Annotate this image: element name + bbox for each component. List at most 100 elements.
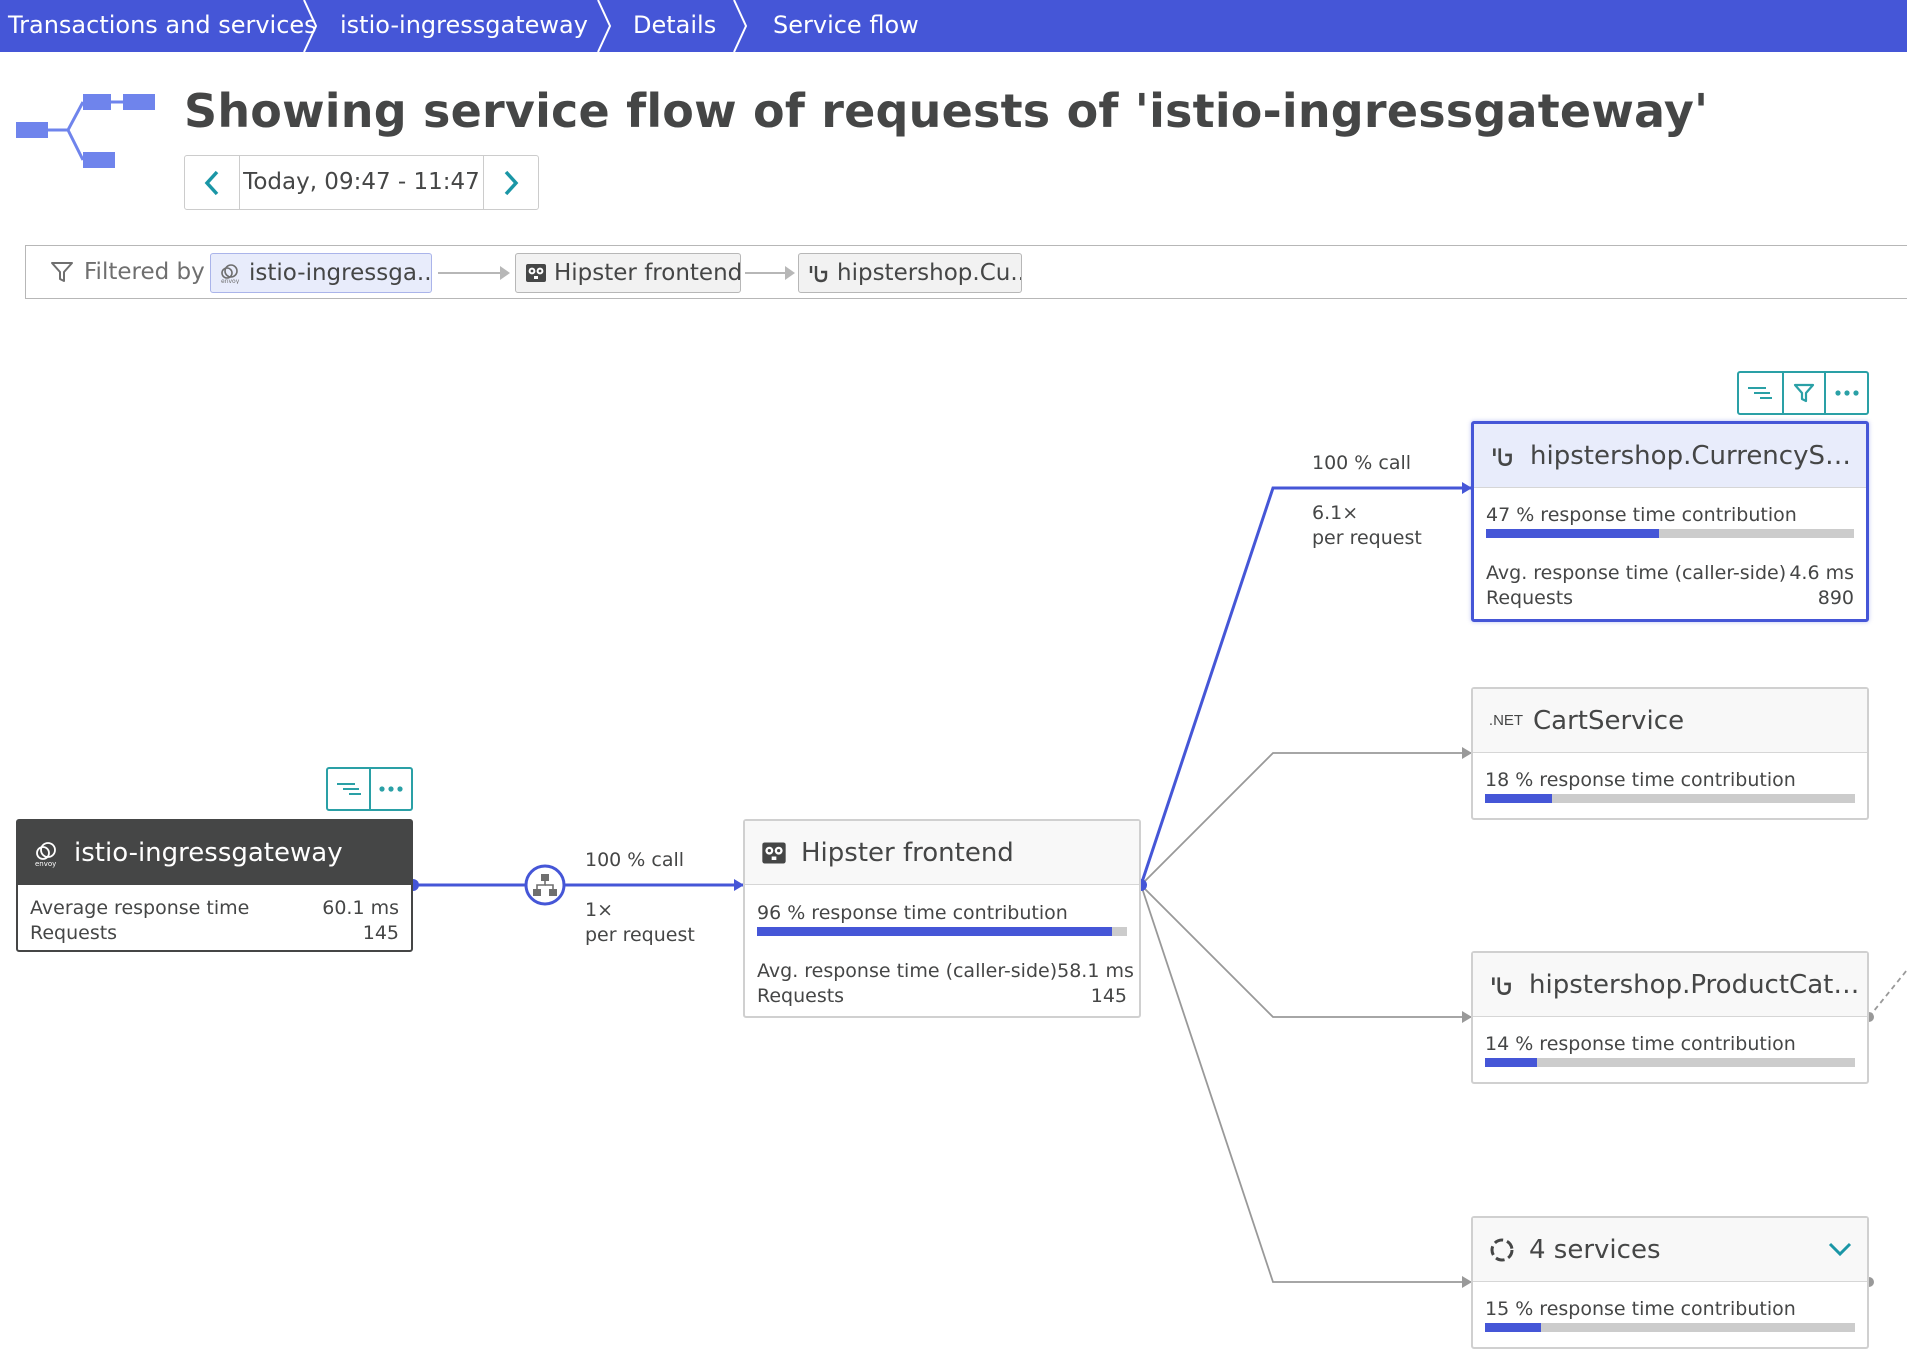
page-title: Showing service flow of requests of 'ist… — [184, 84, 1709, 138]
filter-label: Filtered by — [50, 246, 205, 298]
envoy-icon: envoy — [221, 264, 240, 284]
currency-more-button[interactable] — [1824, 373, 1867, 413]
metric-label: Requests — [30, 922, 118, 944]
contribution-bar-fill — [1485, 1323, 1541, 1332]
node-product-catalog-service[interactable]: hipstershop.ProductCatalo... 14 % respon… — [1471, 951, 1869, 1084]
metric-value: 145 — [1090, 985, 1127, 1007]
grpc-icon — [1487, 970, 1517, 1000]
response-time-contribution: 15 % response time contribution — [1485, 1298, 1796, 1320]
edge-times-label: 6.1× — [1312, 502, 1359, 524]
contribution-bar — [1486, 529, 1854, 538]
node-title: istio-ingressgateway — [74, 837, 343, 868]
timeframe-previous-button[interactable] — [185, 156, 240, 209]
node-title: hipstershop.CurrencySer... — [1530, 440, 1866, 471]
filter-chain-arrow-icon — [438, 266, 510, 280]
node-header: hipstershop.ProductCatalo... — [1473, 953, 1867, 1017]
gopher-icon — [526, 264, 546, 282]
filter-chip-ingressgateway[interactable]: envoy istio-ingressga... — [210, 253, 432, 293]
timeframe-selector: Today, 09:47 - 11:47 — [184, 155, 539, 210]
edge-call-label: 100 % call — [1312, 452, 1412, 474]
timeframe-next-button[interactable] — [483, 156, 538, 209]
node-services-group[interactable]: 4 services 15 % response time contributi… — [1471, 1216, 1869, 1349]
node-header: 4 services — [1473, 1218, 1867, 1282]
filter-chip-label: istio-ingressga... — [249, 260, 432, 286]
response-time-contribution: 47 % response time contribution — [1486, 504, 1797, 526]
node-currency-service[interactable]: hipstershop.CurrencySer... 47 % response… — [1471, 421, 1869, 622]
contribution-bar-fill — [1485, 794, 1552, 803]
contribution-bar-fill — [1485, 1058, 1537, 1067]
service-mesh-junction-icon[interactable] — [523, 863, 567, 907]
edge-frontend-catalog[interactable] — [1140, 884, 1472, 1023]
ingress-analyze-button[interactable] — [328, 769, 369, 809]
response-time-contribution: 96 % response time contribution — [757, 902, 1068, 924]
metric-label: Avg. response time (caller-side) — [757, 960, 1058, 982]
metric-label: Requests — [1486, 587, 1574, 609]
metric-label: Avg. response time (caller-side) — [1486, 562, 1787, 584]
filter-chip-frontend[interactable]: Hipster frontend — [515, 253, 741, 293]
metric-avg-response-time: Avg. response time (caller-side) 4.6 ms — [1486, 562, 1854, 587]
node-title: CartService — [1533, 705, 1685, 736]
contribution-bar — [1485, 794, 1855, 803]
node-header: envoy istio-ingressgateway — [18, 821, 411, 885]
contribution-bar — [1485, 1323, 1855, 1332]
filter-bar: Filtered by envoy istio-ingressga... Hip… — [25, 245, 1907, 299]
filter-chip-label: hipstershop.Cu... — [837, 260, 1022, 286]
breadcrumb-item-service[interactable]: istio-ingressgateway — [340, 11, 588, 39]
metric-value: 145 — [362, 922, 399, 944]
timeframe-label[interactable]: Today, 09:47 - 11:47 — [243, 169, 480, 195]
edge-catalog-outgoing — [1868, 969, 1907, 1018]
edge-per-request-label: per request — [1312, 527, 1422, 549]
response-time-contribution: 18 % response time contribution — [1485, 769, 1796, 791]
node-cart-service[interactable]: .NET CartService 18 % response time cont… — [1471, 687, 1869, 820]
filter-chip-currency[interactable]: hipstershop.Cu... — [798, 253, 1022, 293]
edge-frontend-currency[interactable] — [1139, 482, 1472, 886]
dotnet-icon-text: .NET — [1488, 712, 1524, 729]
metric-requests: Requests 145 — [757, 985, 1127, 1010]
breadcrumb-item-details[interactable]: Details — [633, 11, 717, 39]
breadcrumb-separator-icon — [303, 0, 318, 52]
node-header: Hipster frontend — [745, 821, 1139, 885]
ingress-more-button[interactable] — [369, 769, 411, 809]
metric-avg-response-time: Avg. response time (caller-side) 58.1 ms — [757, 960, 1134, 985]
metric-requests: Requests 145 — [30, 922, 399, 947]
ingress-toolbar — [326, 767, 413, 811]
gopher-icon — [759, 838, 789, 868]
node-title: 4 services — [1529, 1234, 1661, 1265]
metric-value: 890 — [1817, 587, 1854, 609]
edge-frontend-cart[interactable] — [1140, 747, 1472, 886]
node-header: .NET CartService — [1473, 689, 1867, 753]
filter-label-text: Filtered by — [84, 259, 205, 285]
filter-chip-label: Hipster frontend — [554, 260, 741, 286]
filter-icon — [51, 262, 73, 282]
metric-average-response-time: Average response time 60.1 ms — [30, 897, 399, 922]
svg-text:envoy: envoy — [221, 278, 240, 284]
response-time-contribution: 14 % response time contribution — [1485, 1033, 1796, 1055]
metric-value: 4.6 ms — [1789, 562, 1854, 584]
node-istio-ingressgateway[interactable]: envoy istio-ingressgateway Average respo… — [16, 819, 413, 952]
currency-filter-button[interactable] — [1781, 373, 1825, 413]
node-title: hipstershop.ProductCatalo... — [1529, 969, 1867, 1000]
chevron-left-icon — [204, 170, 219, 195]
services-group-icon — [1487, 1235, 1517, 1265]
metric-label: Average response time — [30, 897, 250, 919]
svg-text:envoy: envoy — [35, 860, 56, 868]
chevron-right-icon — [504, 170, 519, 195]
filter-chain-arrow-icon — [745, 266, 795, 280]
more-icon — [1835, 390, 1859, 396]
more-icon — [379, 786, 403, 792]
filter-icon — [1793, 383, 1815, 403]
currency-analyze-button[interactable] — [1739, 373, 1782, 413]
service-flow-logo-icon — [16, 94, 155, 168]
breadcrumb-item-transactions[interactable]: Transactions and services — [8, 11, 317, 39]
node-hipster-frontend[interactable]: Hipster frontend 96 % response time cont… — [743, 819, 1141, 1018]
breadcrumb-separator-icon — [733, 0, 748, 52]
edge-frontend-services[interactable] — [1140, 884, 1472, 1288]
currency-toolbar — [1737, 371, 1869, 415]
edge-call-label: 100 % call — [585, 849, 685, 871]
edge-times-label: 1× — [585, 899, 614, 921]
contribution-bar — [1485, 1058, 1855, 1067]
node-header: hipstershop.CurrencySer... — [1474, 424, 1866, 488]
chevron-down-icon[interactable] — [1827, 1240, 1853, 1258]
envoy-icon: envoy — [32, 838, 62, 868]
